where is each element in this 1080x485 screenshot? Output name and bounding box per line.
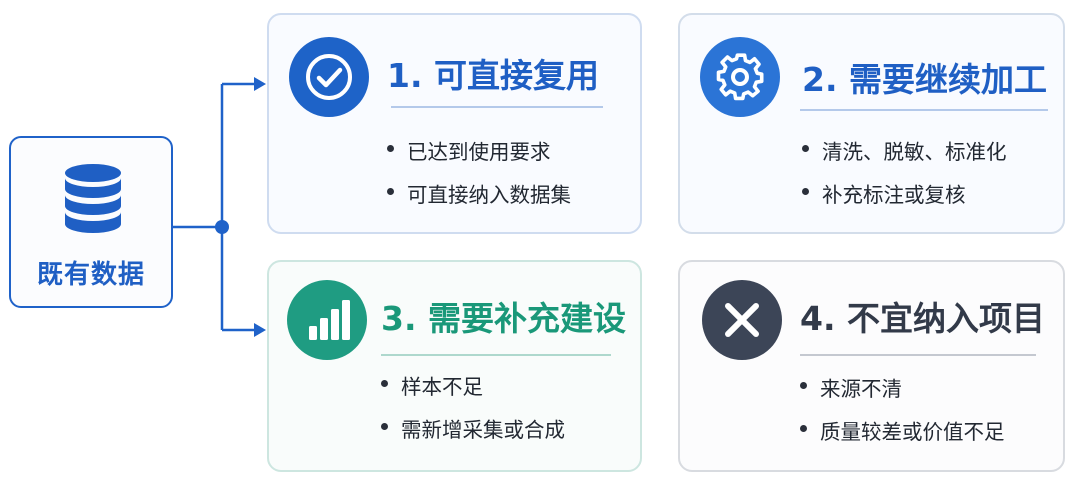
bullet-text: 已达到使用要求 xyxy=(407,140,551,164)
list-item: 已达到使用要求 xyxy=(387,135,571,178)
card-title: 4. 不宜纳入项目 xyxy=(800,299,1045,338)
list-item: 清洗、脱敏、标准化 xyxy=(802,135,1007,178)
bullet-dot xyxy=(800,425,807,432)
category-card-needs-processing: 2. 需要继续加工 清洗、脱敏、标准化 补充标注或复核 xyxy=(678,13,1065,234)
list-item: 需新增采集或合成 xyxy=(381,413,565,456)
bullet-text: 样本不足 xyxy=(401,375,483,399)
list-item: 可直接纳入数据集 xyxy=(387,178,571,221)
bullet-list: 已达到使用要求 可直接纳入数据集 xyxy=(387,135,571,221)
source-label: 既有数据 xyxy=(36,260,145,290)
bullet-text: 来源不清 xyxy=(820,377,902,401)
arrow-head-top xyxy=(254,77,266,91)
category-card-reusable: 1. 可直接复用 已达到使用要求 可直接纳入数据集 xyxy=(267,13,642,234)
arrow-head-bottom xyxy=(254,323,266,337)
gear-icon xyxy=(700,37,780,117)
bullet-list: 清洗、脱敏、标准化 补充标注或复核 xyxy=(802,135,1007,221)
source-data-box: 既有数据 xyxy=(9,136,173,308)
bullet-text: 需新增采集或合成 xyxy=(401,418,565,442)
check-circle-icon xyxy=(289,37,369,117)
bullet-text: 补充标注或复核 xyxy=(822,183,966,207)
bar-chart-icon xyxy=(287,280,367,360)
bullet-list: 来源不清 质量较差或价值不足 xyxy=(800,372,1005,458)
bullet-dot xyxy=(387,145,394,152)
card-title: 1. 可直接复用 xyxy=(387,56,599,95)
close-icon xyxy=(702,280,782,360)
bullet-text: 质量较差或价值不足 xyxy=(820,420,1005,444)
divider xyxy=(381,354,611,356)
bullet-dot xyxy=(387,188,394,195)
list-item: 样本不足 xyxy=(381,370,565,413)
bullet-list: 样本不足 需新增采集或合成 xyxy=(381,370,565,456)
card-title: 3. 需要补充建设 xyxy=(381,299,626,338)
junction-dot xyxy=(215,220,229,234)
bullet-dot xyxy=(800,382,807,389)
list-item: 补充标注或复核 xyxy=(802,178,1007,221)
list-item: 来源不清 xyxy=(800,372,1005,415)
bullet-text: 可直接纳入数据集 xyxy=(407,183,571,207)
bullet-dot xyxy=(381,423,388,430)
card-title: 2. 需要继续加工 xyxy=(802,60,1047,99)
bullet-dot xyxy=(381,380,388,387)
bullet-dot xyxy=(802,145,809,152)
divider xyxy=(800,354,1036,356)
category-card-needs-supplement: 3. 需要补充建设 样本不足 需新增采集或合成 xyxy=(267,260,642,472)
list-item: 质量较差或价值不足 xyxy=(800,415,1005,458)
category-card-excluded: 4. 不宜纳入项目 来源不清 质量较差或价值不足 xyxy=(678,260,1065,472)
bullet-text: 清洗、脱敏、标准化 xyxy=(822,140,1007,164)
bullet-dot xyxy=(802,188,809,195)
database-icon xyxy=(65,164,121,233)
divider xyxy=(391,106,603,108)
divider xyxy=(800,109,1048,111)
